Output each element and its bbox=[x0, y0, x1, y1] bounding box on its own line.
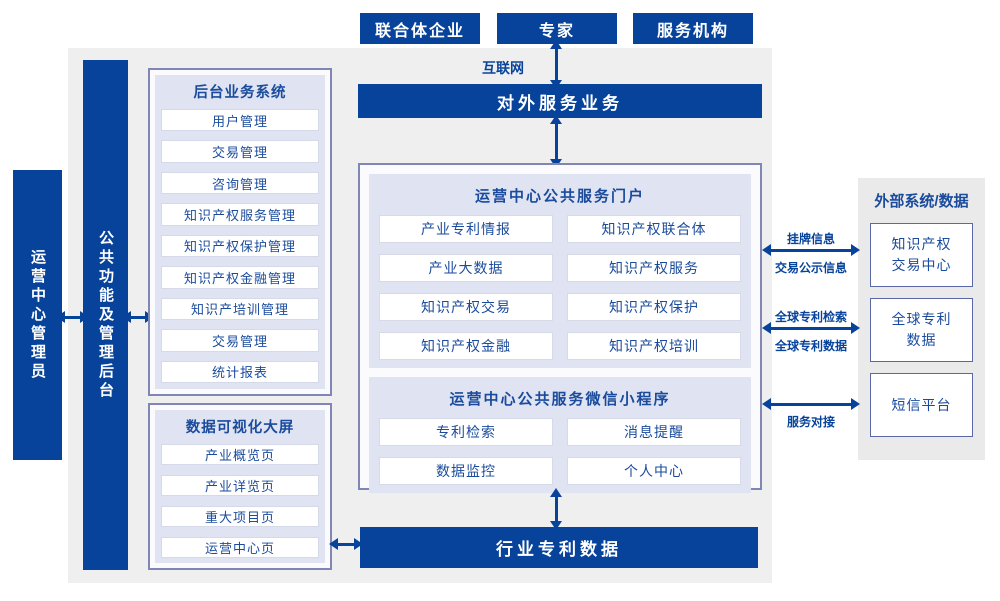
backend-item-ip-training-mgmt: 知识产培训管理 bbox=[161, 297, 319, 321]
internet-label: 互联网 bbox=[482, 60, 524, 76]
dashboard-box: 数据可视化大屏 产业概览页 产业详览页 重大项目页 运营中心页 bbox=[148, 403, 332, 570]
entity-union-enterprises: 联合体企业 bbox=[360, 13, 480, 44]
external-service-label: 对外服务业务 bbox=[497, 93, 623, 113]
external-service-bar: 对外服务业务 bbox=[358, 84, 762, 118]
link-label-service-connect: 服务对接 bbox=[786, 415, 835, 429]
operation-admin-label: 运营中心管理员 bbox=[29, 248, 46, 382]
backend-item-report: 统计报表 bbox=[161, 360, 319, 383]
service-to-portal-arrow bbox=[550, 115, 562, 168]
link-label-global-patent-data: 全球专利数据 bbox=[774, 339, 847, 353]
dashboard-item-industry-detail: 产业详览页 bbox=[161, 475, 319, 496]
admin-platform-arrow bbox=[56, 311, 89, 323]
common-function-label: 公共功能及管理后台 bbox=[97, 229, 114, 401]
entity-label: 服务机构 bbox=[656, 22, 729, 40]
industry-patent-data-bar: 行业专利数据 bbox=[360, 527, 758, 568]
portal-card-ip-protect: 知识产权保护 bbox=[567, 293, 741, 321]
entity-label: 联合体企业 bbox=[374, 22, 465, 40]
portal-to-industry-arrow bbox=[550, 488, 562, 530]
backend-item-ip-finance-mgmt: 知识产权金融管理 bbox=[161, 266, 319, 289]
link-label-listing-info: 挂牌信息 bbox=[786, 232, 835, 246]
entity-experts: 专家 bbox=[497, 13, 617, 44]
operation-admin-bar: 运营中心管理员 bbox=[13, 170, 62, 460]
backend-item-trade-mgmt-2: 交易管理 bbox=[161, 329, 319, 352]
portal-title: 运营中心公共服务门户 bbox=[474, 188, 645, 205]
link-arrow-trade-center bbox=[762, 244, 860, 256]
portal-card-ip-training: 知识产权培训 bbox=[567, 332, 741, 360]
miniprogram-grid: 专利检索 消息提醒 数据监控 个人中心 bbox=[379, 418, 741, 485]
dashboard-item-industry-overview: 产业概览页 bbox=[161, 444, 319, 465]
backend-item-ip-protect-mgmt: 知识产权保护管理 bbox=[161, 234, 319, 258]
portal-card-ip-service: 知识产权服务 bbox=[567, 254, 741, 282]
industry-patent-data-label: 行业专利数据 bbox=[496, 540, 622, 559]
backend-item-ip-service-mgmt: 知识产权服务管理 bbox=[161, 203, 319, 226]
portal-card-ip-finance: 知识产权金融 bbox=[379, 332, 553, 360]
portal-container-box: 运营中心公共服务门户 产业专利情报 知识产权联合体 产业大数据 知识产权服务 知… bbox=[358, 163, 762, 493]
link-arrow-sms bbox=[762, 398, 860, 410]
portal-card-big-data: 产业大数据 bbox=[379, 254, 553, 282]
miniprogram-card-notifications: 消息提醒 bbox=[567, 418, 741, 446]
backend-system-box: 后台业务系统 用户管理 交易管理 咨询管理 知识产权服务管理 知识产权保护管理 … bbox=[148, 68, 332, 396]
portal-grid: 产业专利情报 知识产权联合体 产业大数据 知识产权服务 知识产权交易 知识产权保… bbox=[379, 215, 741, 360]
external-item-sms-platform: 短信平台 bbox=[870, 373, 973, 437]
external-systems-title: 外部系统/数据 bbox=[874, 193, 969, 210]
backend-item-trade-mgmt: 交易管理 bbox=[161, 140, 319, 163]
portal-section: 运营中心公共服务门户 产业专利情报 知识产权联合体 产业大数据 知识产权服务 知… bbox=[369, 174, 751, 368]
miniprogram-title: 运营中心公共服务微信小程序 bbox=[449, 391, 671, 408]
portal-card-ip-trade: 知识产权交易 bbox=[379, 293, 553, 321]
dashboard-item-major-projects: 重大项目页 bbox=[161, 506, 319, 527]
platform-backend-arrow bbox=[122, 311, 154, 323]
link-label-trade-publicity: 交易公示信息 bbox=[774, 261, 847, 275]
dashboard-title: 数据可视化大屏 bbox=[185, 420, 295, 436]
backend-system-title: 后台业务系统 bbox=[193, 85, 287, 101]
miniprogram-card-personal-center: 个人中心 bbox=[567, 457, 741, 485]
dashboard-to-industry-arrow bbox=[329, 538, 363, 550]
internet-arrow bbox=[550, 40, 562, 89]
backend-system-inner: 后台业务系统 用户管理 交易管理 咨询管理 知识产权服务管理 知识产权保护管理 … bbox=[155, 75, 325, 389]
external-item-ip-trade-center: 知识产权 交易中心 bbox=[870, 223, 973, 287]
external-systems-box: 外部系统/数据 知识产权 交易中心 全球专利 数据 短信平台 bbox=[858, 178, 985, 460]
entity-label: 专家 bbox=[538, 22, 575, 40]
backend-item-consult-mgmt: 咨询管理 bbox=[161, 171, 319, 195]
miniprogram-card-data-monitor: 数据监控 bbox=[379, 457, 553, 485]
common-function-bar: 公共功能及管理后台 bbox=[83, 60, 128, 570]
link-label-global-patent-search: 全球专利检索 bbox=[774, 310, 847, 324]
entity-service-orgs: 服务机构 bbox=[633, 13, 753, 44]
portal-card-patent-intel: 产业专利情报 bbox=[379, 215, 553, 243]
link-arrow-global-patent bbox=[762, 322, 860, 334]
miniprogram-card-patent-search: 专利检索 bbox=[379, 418, 553, 446]
backend-item-user-mgmt: 用户管理 bbox=[161, 109, 319, 132]
external-item-global-patent-data: 全球专利 数据 bbox=[870, 298, 973, 362]
dashboard-item-operation-center: 运营中心页 bbox=[161, 537, 319, 558]
portal-card-ip-union: 知识产权联合体 bbox=[567, 215, 741, 243]
dashboard-inner: 数据可视化大屏 产业概览页 产业详览页 重大项目页 运营中心页 bbox=[155, 410, 325, 563]
miniprogram-section: 运营中心公共服务微信小程序 专利检索 消息提醒 数据监控 个人中心 bbox=[369, 377, 751, 493]
